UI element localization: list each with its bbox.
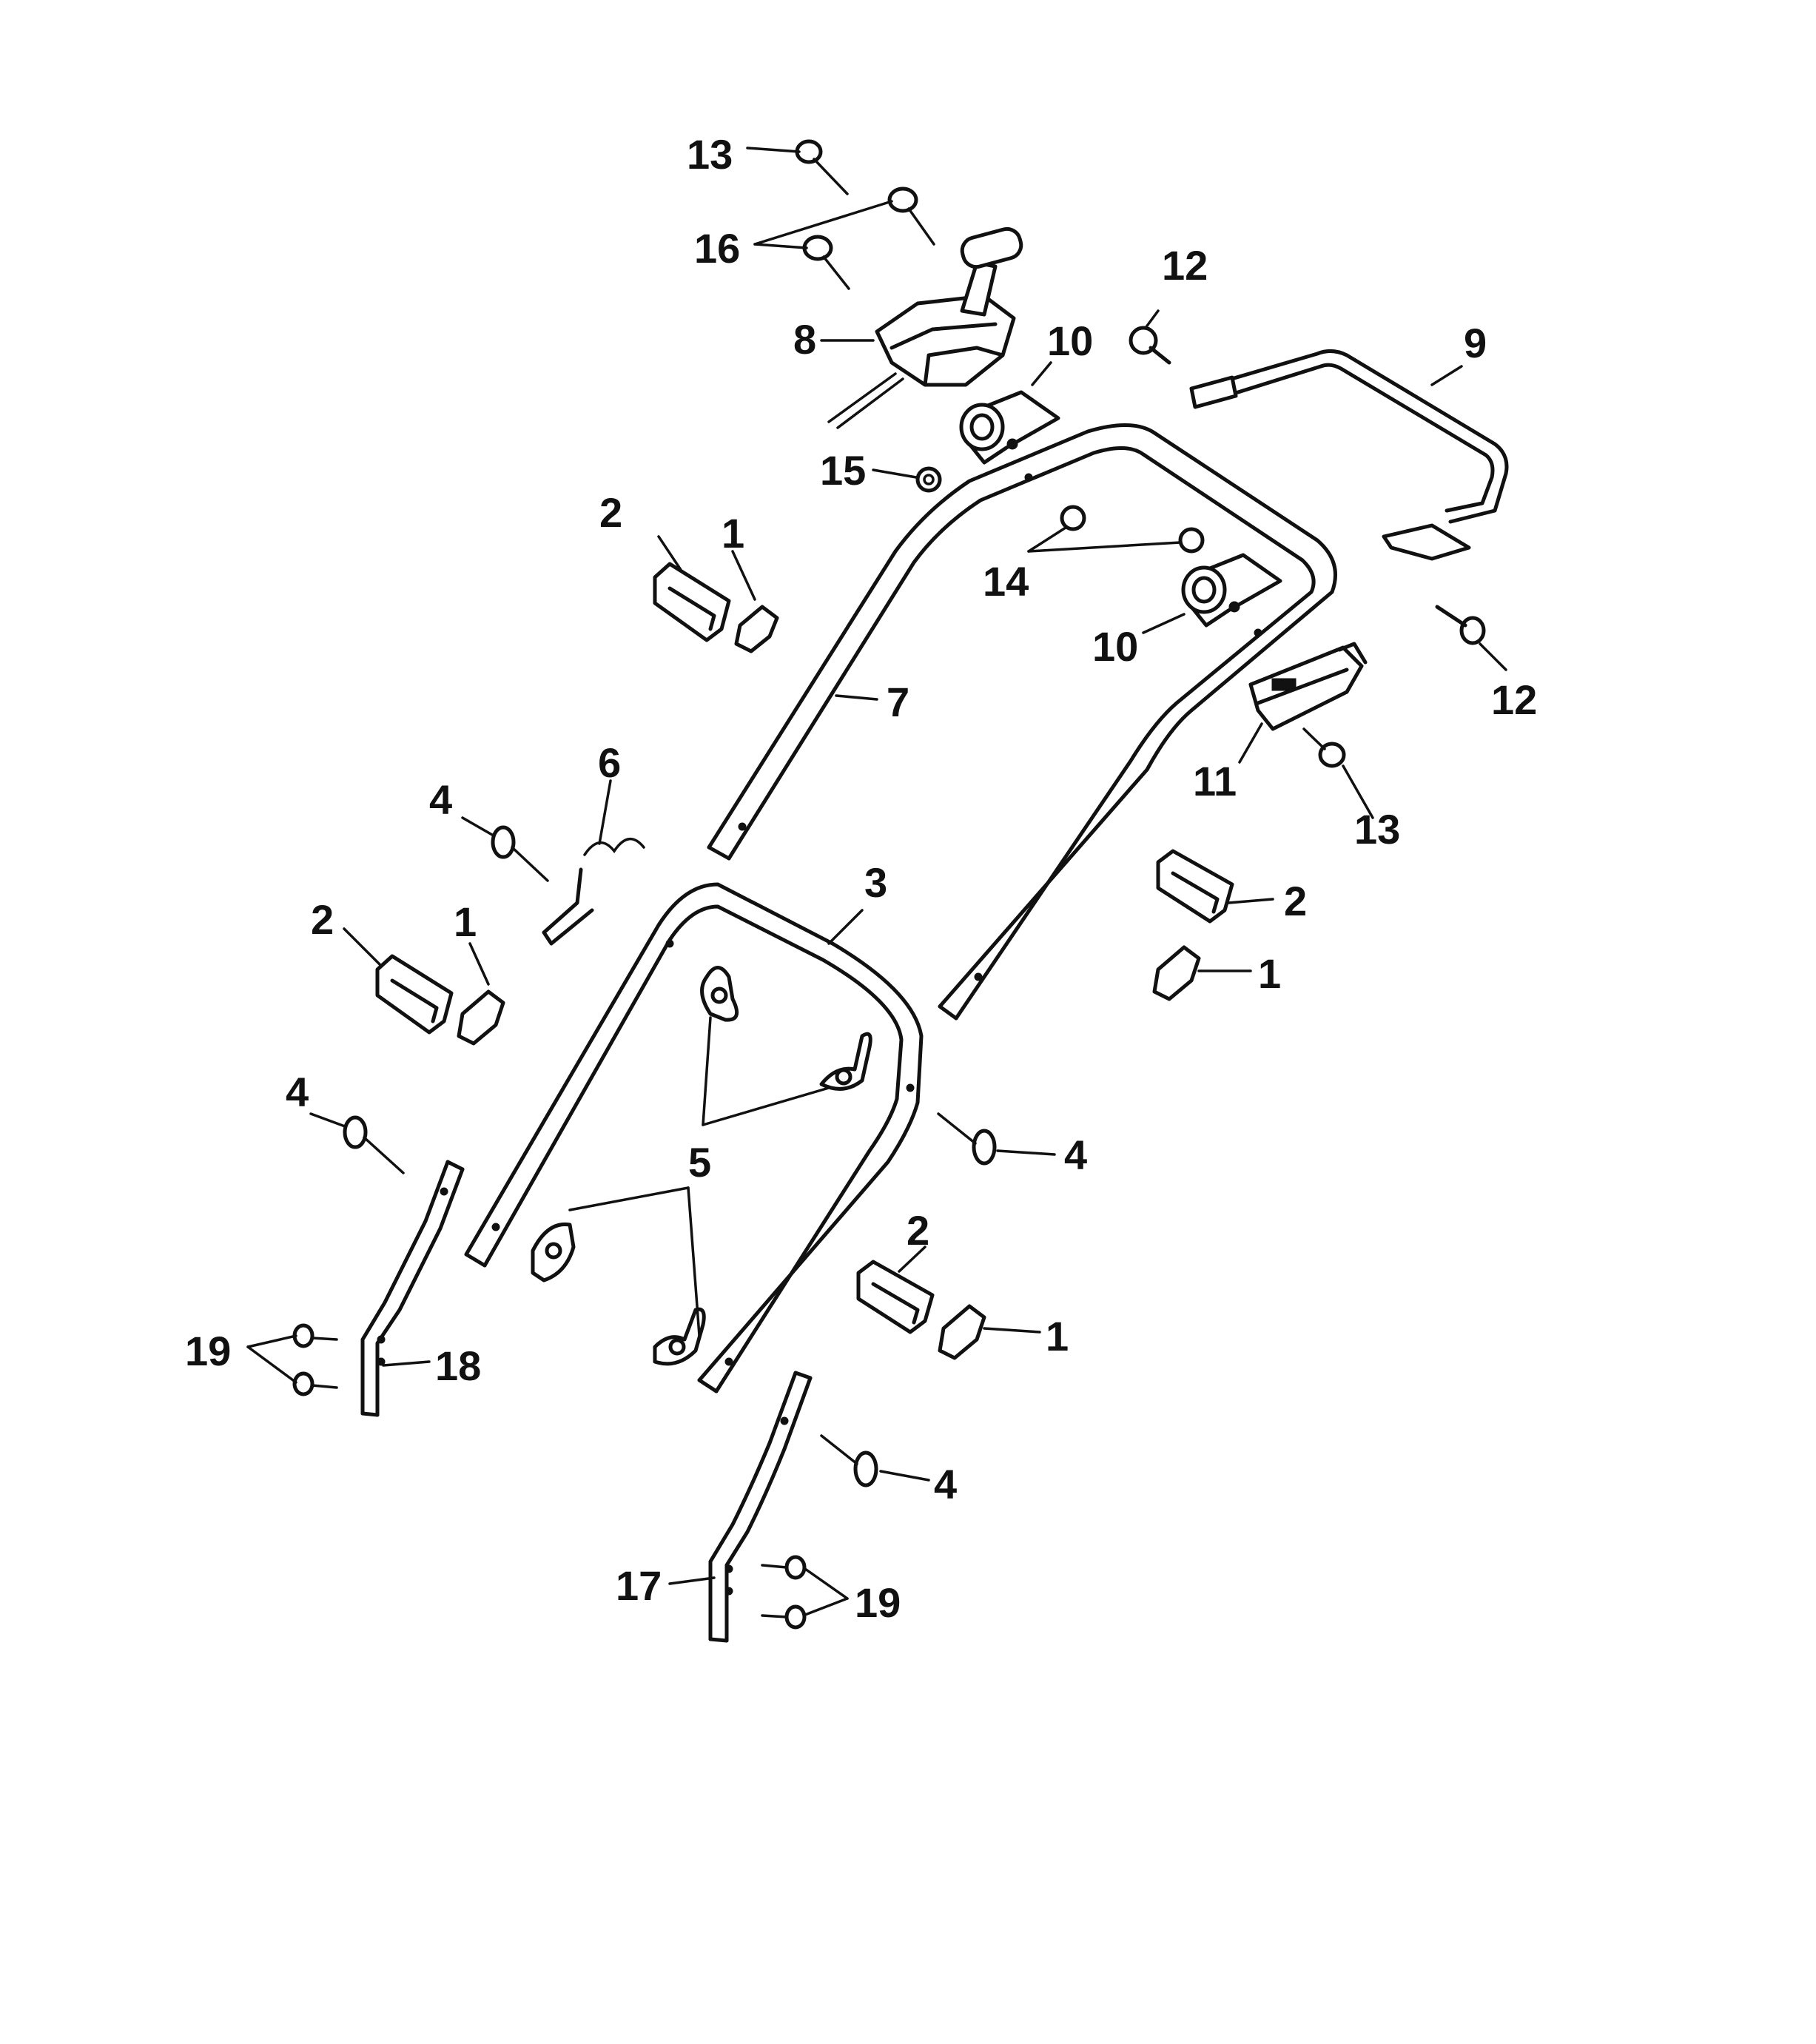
callout-4-left: 4: [286, 1069, 309, 1115]
callout-3: 3: [864, 859, 887, 906]
callout-19-right: 19: [855, 1579, 901, 1626]
upper-handle-part-7: [707, 423, 1337, 1021]
wing-nut-part-5-b: [819, 1032, 872, 1091]
callout-1-right: 1: [1258, 950, 1281, 997]
callout-1-lower: 1: [1046, 1313, 1069, 1359]
cable-guide-part-10-upper: [959, 390, 1060, 465]
nut-part-15: [915, 466, 942, 493]
wing-nut-part-5-a: [700, 966, 739, 1022]
callout-1-top: 1: [722, 510, 744, 557]
side-bar-part-17: [708, 1371, 813, 1643]
clip-part-1-d: [938, 1304, 986, 1360]
callout-4-bottom: 4: [934, 1461, 957, 1507]
callout-5: 5: [688, 1139, 711, 1186]
carriage-bolt-part-4-b: [343, 1115, 405, 1174]
wing-nut-part-5-c: [531, 1222, 576, 1282]
callout-19-left: 19: [185, 1328, 231, 1374]
screw-part-16-b: [802, 235, 850, 290]
callout-10-lower: 10: [1092, 623, 1138, 670]
bolt-part-12-lower: [1435, 605, 1486, 645]
callout-9: 9: [1464, 320, 1487, 366]
spring-part-6: [542, 838, 645, 946]
clip-part-1-c: [1152, 945, 1201, 1001]
cable-guide-part-10-lower: [1181, 553, 1282, 628]
callout-14: 14: [983, 558, 1029, 605]
callout-12-lower: 12: [1491, 676, 1537, 723]
side-bar-part-18: [360, 1160, 465, 1417]
nut-part-14-a: [1060, 505, 1086, 531]
callout-2-left: 2: [311, 896, 334, 943]
callout-12-upper: 12: [1162, 242, 1208, 289]
screw-part-16-a: [887, 186, 935, 246]
callout-10-upper: 10: [1047, 317, 1093, 364]
control-bail-part-9: [1189, 349, 1509, 561]
knob-cover-part-2-c: [1156, 849, 1234, 924]
carriage-bolt-part-4-d: [820, 1434, 878, 1487]
wing-nut-part-5-d: [653, 1307, 706, 1366]
lower-handle-part-3: [464, 882, 924, 1394]
callout-1-left: 1: [454, 898, 477, 945]
callout-13-lower: 13: [1354, 806, 1400, 853]
callout-4-upper: 4: [429, 776, 452, 823]
callout-8: 8: [793, 316, 816, 363]
carriage-bolt-part-4-c: [937, 1112, 997, 1166]
carriage-bolt-part-4-a: [491, 825, 549, 882]
nut-part-14-b: [1178, 527, 1205, 554]
callout-11: 11: [1193, 758, 1237, 804]
cable-clip-part-11: [1248, 642, 1368, 731]
callout-6: 6: [598, 739, 621, 786]
callout-labels: 13 16 8 10 12 9 15 2 1 14 10 12 7 11 13 …: [185, 131, 1537, 1626]
screw-part-13-upper: [795, 139, 849, 195]
callout-17: 17: [616, 1562, 662, 1609]
callout-4-right: 4: [1064, 1132, 1087, 1178]
bolt-part-19-b: [292, 1371, 338, 1396]
leader-lines: [246, 147, 1507, 1616]
bolt-part-19-c: [761, 1555, 807, 1580]
callout-2-top: 2: [599, 489, 622, 536]
knob-cover-part-2-d: [856, 1260, 935, 1334]
callout-15: 15: [820, 447, 866, 494]
knob-cover-part-2-a: [653, 562, 731, 642]
throttle-control-part-8: [827, 226, 1023, 429]
callout-7: 7: [887, 679, 909, 725]
callout-16: 16: [694, 225, 740, 272]
bolt-part-12-upper: [1129, 326, 1171, 365]
bolt-part-19-a: [292, 1323, 338, 1348]
callout-2-right: 2: [1284, 878, 1307, 924]
clip-part-1-b: [457, 989, 505, 1046]
callout-18: 18: [435, 1342, 481, 1389]
screw-part-13-lower: [1302, 727, 1346, 768]
knob-cover-part-2-b: [375, 954, 454, 1035]
callout-13-top: 13: [687, 131, 733, 178]
bolt-part-19-d: [761, 1604, 807, 1630]
clip-part-1-a: [734, 605, 779, 653]
callout-2-lower: 2: [907, 1207, 929, 1254]
